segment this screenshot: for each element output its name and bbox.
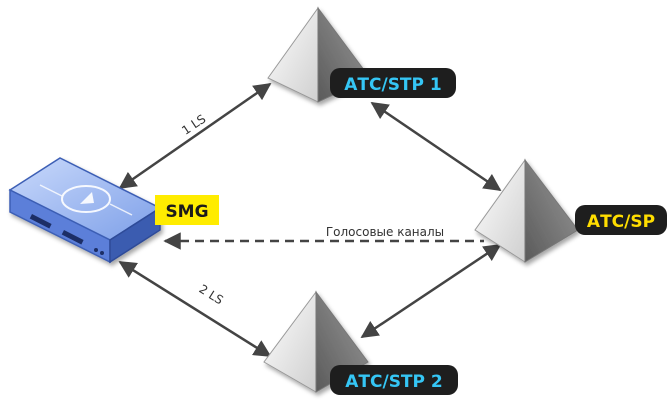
svg-text:SMG: SMG — [165, 202, 208, 222]
sp-pyramid-icon — [474, 158, 579, 263]
link-stp2-sp — [360, 243, 502, 339]
stp2-label: АТС/STP 2 — [330, 365, 458, 395]
smg-device-icon — [8, 157, 162, 264]
link-label-voice-channels: Голосовые каналы — [326, 225, 444, 239]
sp-label: АТС/SP — [575, 205, 667, 235]
stp1-label: АТС/STP 1 — [330, 68, 456, 98]
svg-text:АТС/STP 1: АТС/STP 1 — [344, 75, 441, 95]
link-smg-stp2 — [118, 260, 272, 358]
link-stp1-sp — [370, 101, 502, 192]
link-smg-stp1 — [118, 82, 272, 190]
link-label-2ls: 2 LS — [196, 282, 225, 308]
svg-text:АТС/STP 2: АТС/STP 2 — [345, 372, 442, 392]
smg-label: SMG — [155, 195, 219, 225]
svg-text:АТС/SP: АТС/SP — [587, 212, 655, 232]
link-label-1ls: 1 LS — [179, 112, 208, 138]
